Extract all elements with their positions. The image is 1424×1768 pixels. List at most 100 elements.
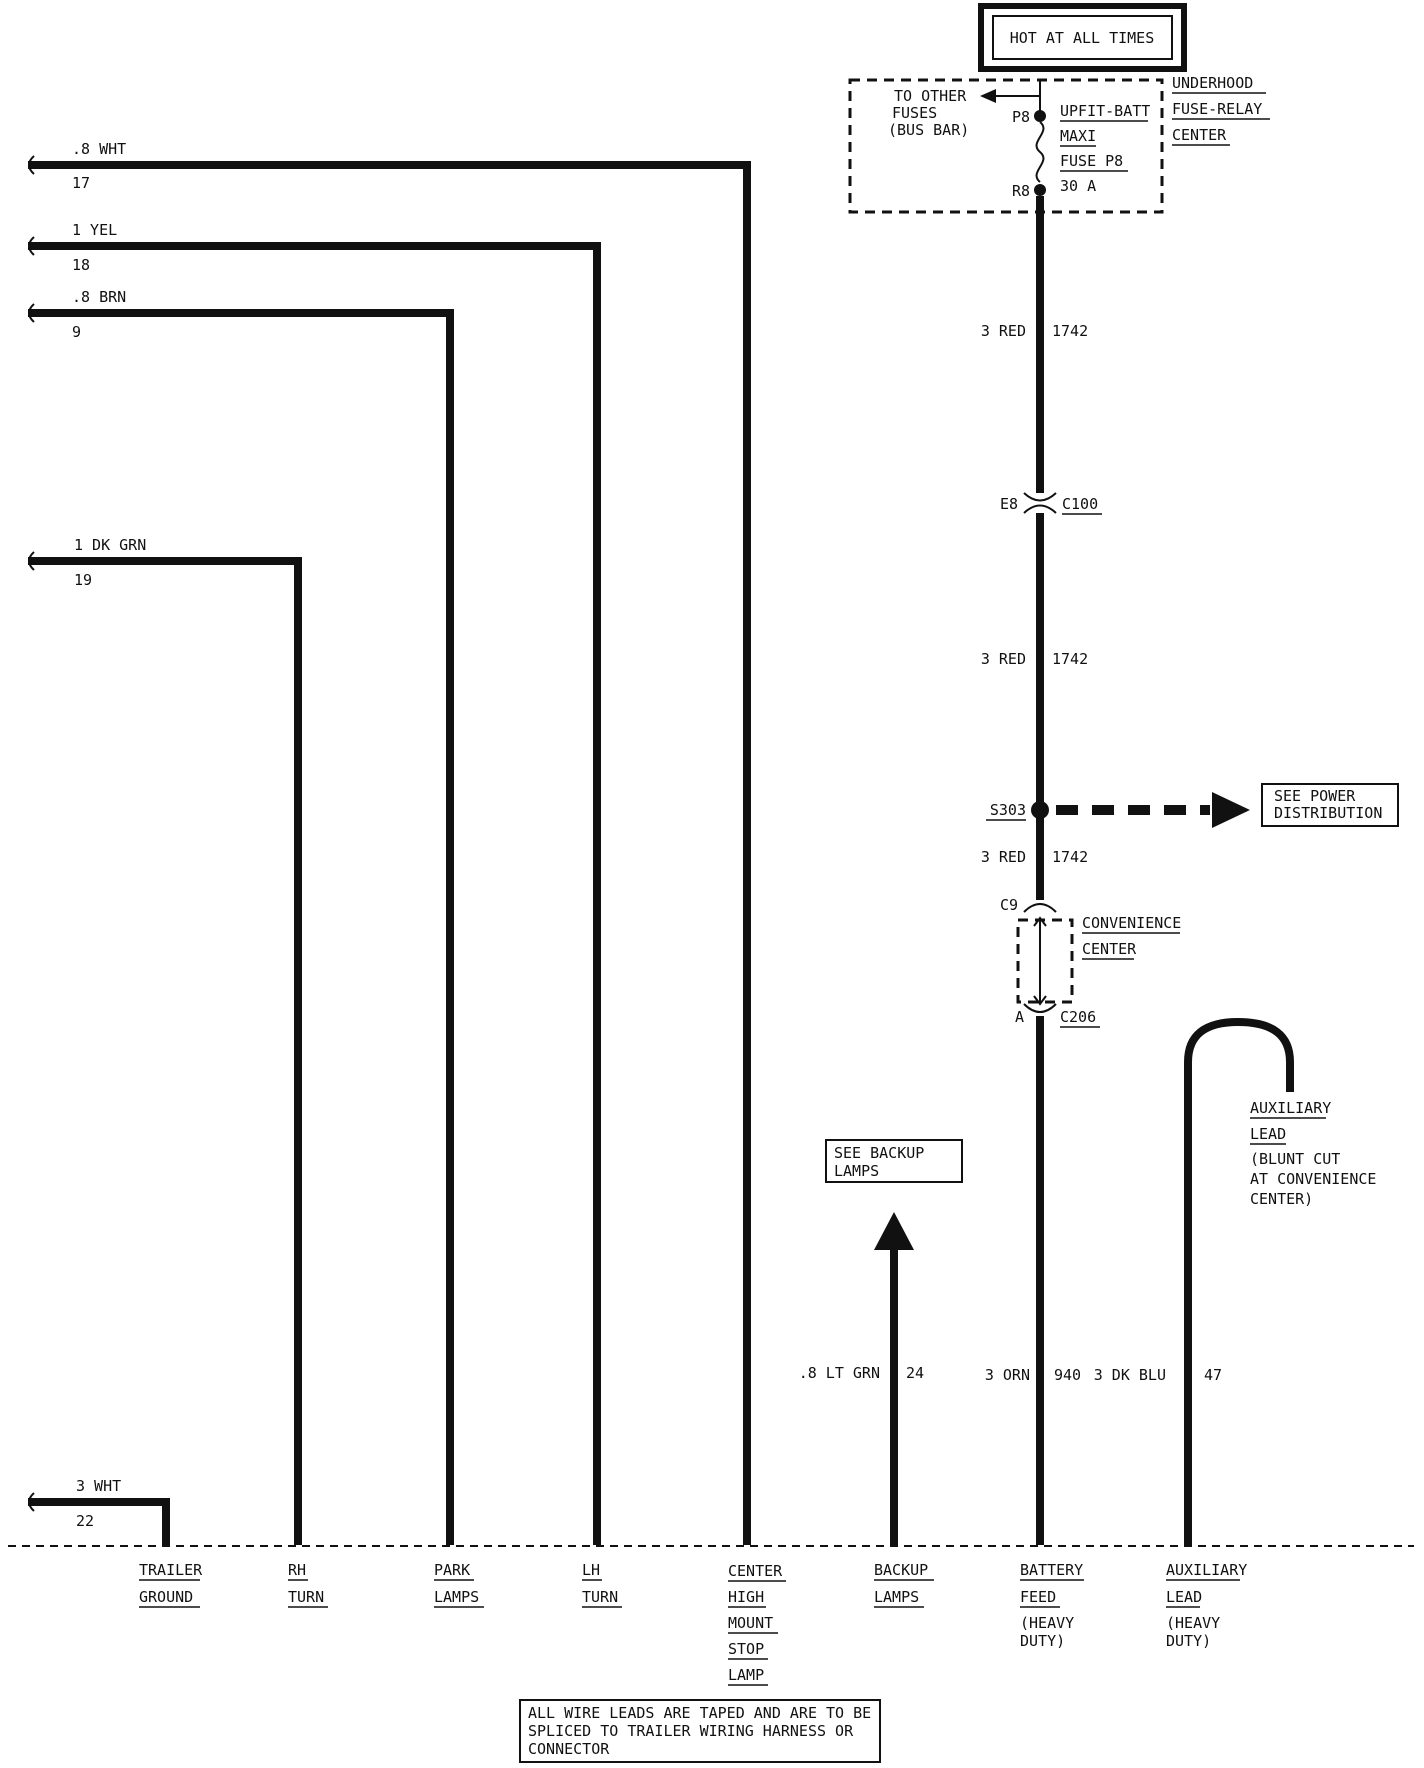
wire-17-gauge: .8 WHT <box>72 140 126 158</box>
wire-19-gauge: 1 DK GRN <box>74 536 146 554</box>
label-park-lamps-1: PARK <box>434 1561 470 1579</box>
label-chmsl-2: HIGH <box>728 1588 764 1606</box>
label-battery-feed-3: (HEAVY <box>1020 1614 1074 1632</box>
label-rh-turn: RH TURN <box>288 1561 328 1608</box>
wire-22-circuit: 22 <box>76 1512 94 1530</box>
aux-label-line-2: LEAD <box>1250 1125 1286 1143</box>
wire-rh-turn <box>28 551 302 1545</box>
label-lh-turn: LH TURN <box>582 1561 622 1608</box>
label-rh-turn-2: TURN <box>288 1588 324 1606</box>
convenience-center-line-2: CENTER <box>1082 940 1137 958</box>
fuse-line-1: UPFIT-BATT <box>1060 102 1150 120</box>
label-chmsl-1: CENTER <box>728 1562 783 1580</box>
label-battery-feed: BATTERY FEED (HEAVY DUTY) <box>1020 1561 1084 1650</box>
footer-note-line-3: CONNECTOR <box>528 1740 610 1758</box>
fuse-line-4: 30 A <box>1060 177 1096 195</box>
label-aux-lead-4: DUTY) <box>1166 1632 1211 1650</box>
c9-pin-label: C9 <box>1000 896 1018 914</box>
splice-arrow-icon <box>1212 792 1250 828</box>
aux-label-line-1: AUXILIARY <box>1250 1099 1331 1117</box>
label-trailer-ground-1: TRAILER <box>139 1561 203 1579</box>
convenience-center <box>1016 903 1074 1013</box>
wire-19-circuit: 19 <box>74 571 92 589</box>
backup-arrow-icon <box>874 1212 914 1250</box>
wire-center-high-mount-stop-lamp <box>28 155 751 1545</box>
pin-r8-label: R8 <box>1012 182 1030 200</box>
other-fuses-line-2: FUSES <box>892 104 937 122</box>
backup-ref-line-1: SEE BACKUP <box>834 1144 924 1162</box>
power-ref-line-1: SEE POWER <box>1274 787 1356 805</box>
label-battery-feed-2: FEED <box>1020 1588 1056 1606</box>
center-name-line-2: FUSE-RELAY <box>1172 100 1262 118</box>
c206-pin-label: A <box>1015 1008 1024 1026</box>
fuse-line-3: FUSE P8 <box>1060 152 1123 170</box>
see-backup-lamps-ref: SEE BACKUP LAMPS <box>825 1139 963 1183</box>
label-trailer-ground: TRAILER GROUND <box>139 1561 203 1608</box>
fuse-pin-r8 <box>1034 184 1046 196</box>
c100-name-label: C100 <box>1062 495 1098 513</box>
wire-9-circuit: 9 <box>72 323 81 341</box>
footer-note-line-1: ALL WIRE LEADS ARE TAPED AND ARE TO BE <box>528 1704 871 1722</box>
feed-seg3-gauge: 3 RED <box>981 848 1026 866</box>
aux-note-line-1: (BLUNT CUT <box>1250 1150 1340 1168</box>
convenience-center-line-1: CONVENIENCE <box>1082 914 1181 932</box>
label-center-high-mount-stop-lamp: CENTER HIGH MOUNT STOP LAMP <box>728 1562 786 1686</box>
wire-trailer-ground <box>28 1492 170 1545</box>
backup-wire-gauge: .8 LT GRN <box>799 1364 880 1382</box>
label-park-lamps-2: LAMPS <box>434 1588 479 1606</box>
label-lh-turn-2: TURN <box>582 1588 618 1606</box>
label-battery-feed-4: DUTY) <box>1020 1632 1065 1650</box>
label-backup-lamps-2: LAMPS <box>874 1588 919 1606</box>
backup-ref-line-2: LAMPS <box>834 1162 879 1180</box>
other-fuses-line-1: TO OTHER <box>894 87 967 105</box>
fuse-pin-p8 <box>1034 110 1046 122</box>
backup-lamps-wire <box>874 1212 914 1545</box>
center-name-line-3: CENTER <box>1172 126 1227 144</box>
label-aux-lead-3: (HEAVY <box>1166 1614 1220 1632</box>
wire-22-gauge: 3 WHT <box>76 1477 121 1495</box>
wire-18-circuit: 18 <box>72 256 90 274</box>
wire-17-circuit: 17 <box>72 174 90 192</box>
feed-seg2-gauge: 3 RED <box>981 650 1026 668</box>
label-backup-lamps-1: BACKUP <box>874 1561 928 1579</box>
footer-note-box: ALL WIRE LEADS ARE TAPED AND ARE TO BE S… <box>519 1699 881 1763</box>
pin-p8-label: P8 <box>1012 108 1030 126</box>
splice-s303 <box>1031 792 1250 828</box>
label-park-lamps: PARK LAMPS <box>434 1561 484 1608</box>
s303-label: S303 <box>990 801 1026 819</box>
label-aux-lead-2: LEAD <box>1166 1588 1202 1606</box>
bus-bar-arrow-icon <box>980 89 996 103</box>
center-name-line-1: UNDERHOOD <box>1172 74 1253 92</box>
label-auxiliary-lead: AUXILIARY LEAD (HEAVY DUTY) <box>1166 1561 1247 1650</box>
wire-park-lamps <box>28 303 454 1545</box>
feed-seg1-gauge: 3 RED <box>981 322 1026 340</box>
label-lh-turn-1: LH <box>582 1561 600 1579</box>
backup-wire-circuit: 24 <box>906 1364 924 1382</box>
label-battery-feed-1: BATTERY <box>1020 1561 1083 1579</box>
feed-seg2-circuit: 1742 <box>1052 650 1088 668</box>
aux-note-line-3: CENTER) <box>1250 1190 1313 1208</box>
label-backup-lamps: BACKUP LAMPS <box>874 1561 934 1608</box>
label-trailer-ground-2: GROUND <box>139 1588 193 1606</box>
feed-seg3-circuit: 1742 <box>1052 848 1088 866</box>
wire-lh-turn <box>28 236 601 1545</box>
see-power-distribution-ref: SEE POWER DISTRIBUTION <box>1261 783 1399 827</box>
label-chmsl-3: MOUNT <box>728 1614 773 1632</box>
connector-c100 <box>1023 492 1057 514</box>
wire-9-gauge: .8 BRN <box>72 288 126 306</box>
power-ref-line-2: DISTRIBUTION <box>1274 804 1382 822</box>
auxiliary-lead-wire <box>1184 1017 1294 1545</box>
battery-wire-circuit: 940 <box>1054 1366 1081 1384</box>
underhood-fuse-relay-center: TO OTHER FUSES (BUS BAR) P8 R8 UPFIT-BAT… <box>848 74 1270 214</box>
hot-at-all-times-label: HOT AT ALL TIMES <box>1010 29 1155 47</box>
feed-seg1-circuit: 1742 <box>1052 322 1088 340</box>
label-chmsl-5: LAMP <box>728 1666 764 1684</box>
c100-pin-label: E8 <box>1000 495 1018 513</box>
other-fuses-line-3: (BUS BAR) <box>888 121 969 139</box>
battery-wire-gauge: 3 ORN <box>985 1366 1030 1384</box>
label-rh-turn-1: RH <box>288 1561 306 1579</box>
aux-wire-circuit: 47 <box>1204 1366 1222 1384</box>
footer-note-line-2: SPLICED TO TRAILER WIRING HARNESS OR <box>528 1722 854 1740</box>
